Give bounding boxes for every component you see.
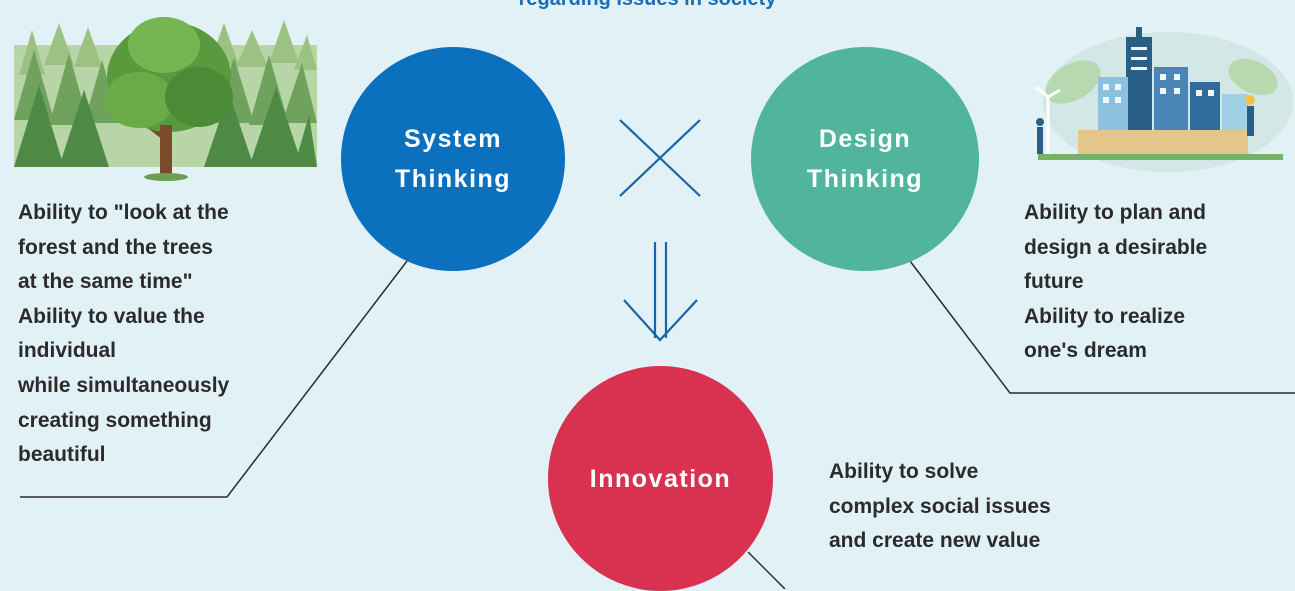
double-down-arrow-icon [623,242,698,342]
innovation-circle: Innovation [548,366,773,591]
system-connector-line [20,260,408,498]
cross-mark-icon [619,119,701,197]
innovation-connector-line [747,551,786,589]
design-thinking-circle: Design Thinking [751,47,979,271]
design-thinking-description: Ability to plan and design a desirable f… [1024,201,1208,363]
design-connector-line [909,260,1295,394]
system-thinking-circle: System Thinking [341,47,565,271]
green-city-illustration [1035,27,1293,172]
system-thinking-description: Ability to "look at the forest and the t… [18,201,230,467]
innovation-description: Ability to solve complex social issues a… [829,460,1051,553]
diagram-title: regarding issues in society [0,0,1295,10]
forest-illustration [14,17,317,181]
